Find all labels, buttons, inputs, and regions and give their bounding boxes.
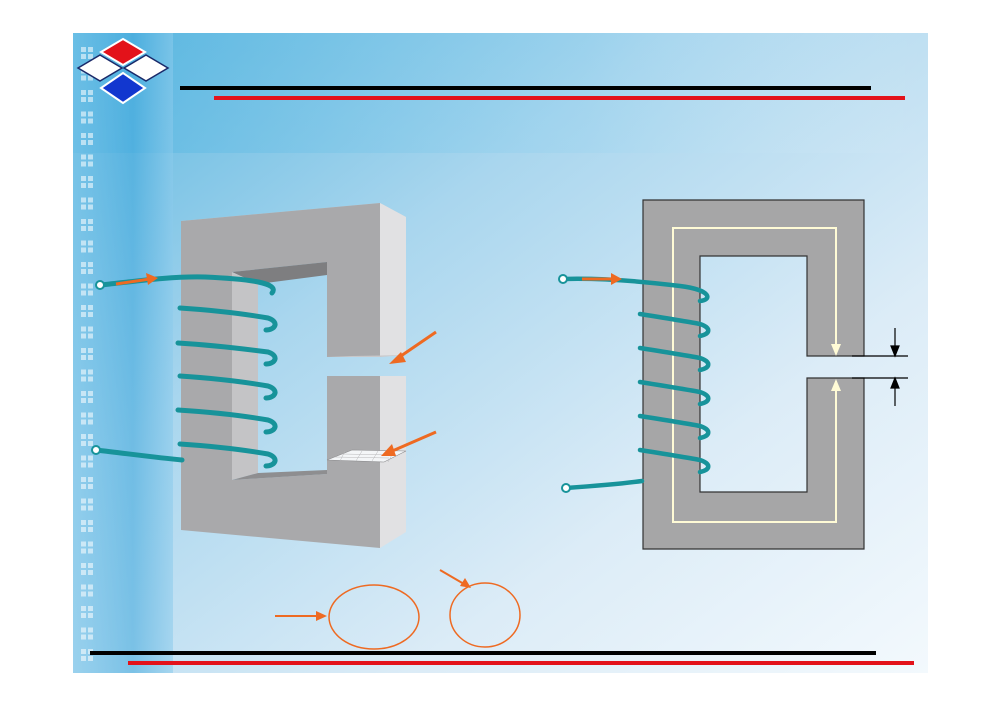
coil-winding-section xyxy=(560,276,711,491)
slide xyxy=(73,33,928,673)
logo-diamonds xyxy=(76,37,170,105)
core-3d-with-gap xyxy=(91,203,437,548)
gap-pointer-arrow-upper xyxy=(389,330,437,364)
ellipse-callouts xyxy=(275,569,521,650)
header-rules xyxy=(180,86,905,100)
core-cross-section xyxy=(558,199,908,550)
gap-pointer-arrow-lower xyxy=(381,430,437,456)
gap-dimension-marker xyxy=(852,328,908,406)
current-arrow-left xyxy=(115,273,158,286)
current-arrow-right xyxy=(582,273,622,285)
footer-rules xyxy=(90,651,914,665)
magnetic-flux-path xyxy=(672,227,837,523)
inductor-core-diagram xyxy=(76,37,914,665)
